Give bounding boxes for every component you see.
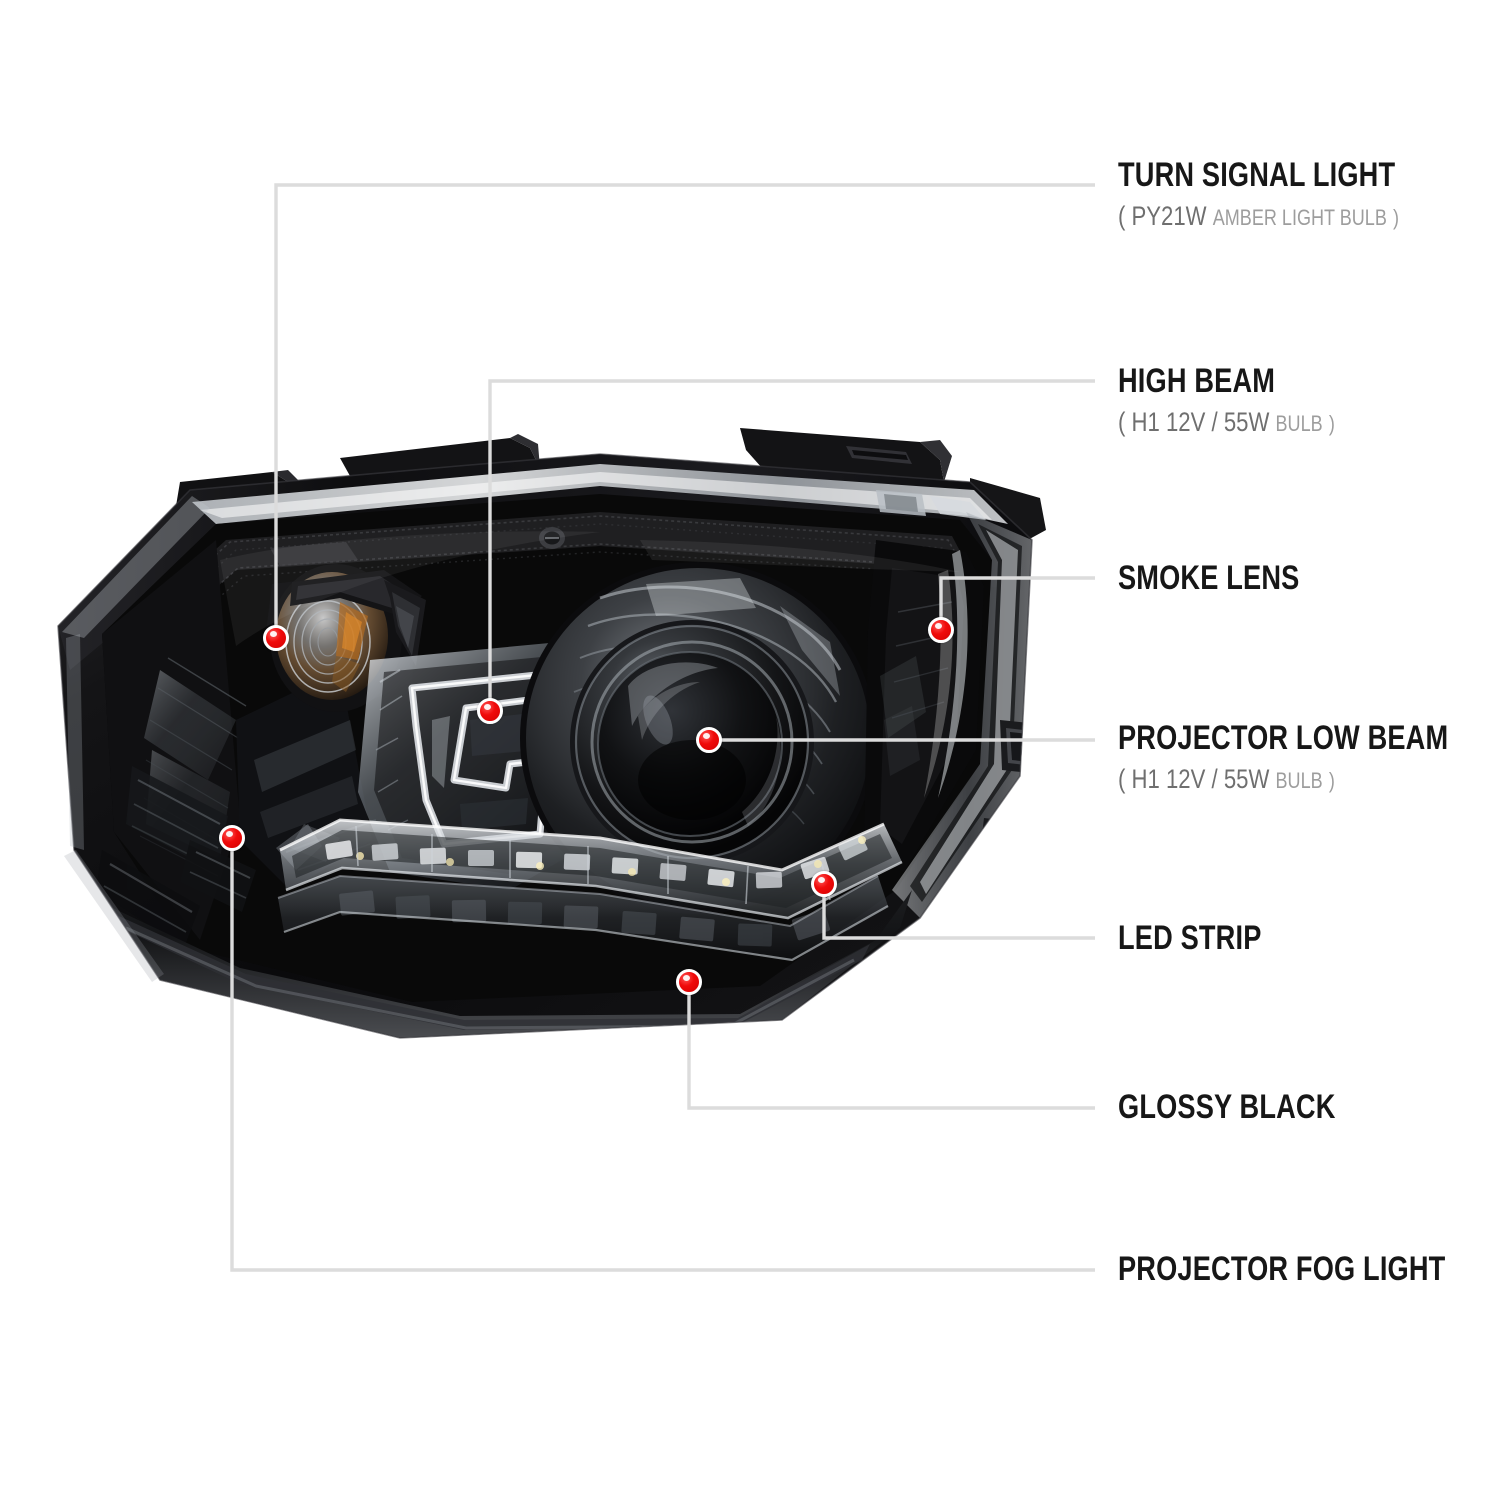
callout-subtitle-main-turn-signal-light: ( PY21W — [1118, 201, 1207, 231]
callout-title-led-strip: LED STRIP — [1118, 919, 1262, 957]
headlight-assembly-image — [40, 420, 1050, 1070]
callout-title-projector-fog-light: PROJECTOR FOG LIGHT — [1118, 1250, 1446, 1288]
callout-subtitle-high-beam: ( H1 12V / 55W BULB ) — [1118, 409, 1335, 436]
callout-dot-projector-low-beam[interactable] — [696, 727, 722, 753]
callout-title-glossy-black: GLOSSY BLACK — [1118, 1088, 1336, 1126]
callout-subtitle-close-high-beam: ) — [1328, 411, 1335, 436]
callout-label-glossy-black: GLOSSY BLACK — [1118, 1090, 1390, 1124]
callout-title-high-beam: HIGH BEAM — [1118, 362, 1276, 400]
callout-title-smoke-lens: SMOKE LENS — [1118, 559, 1300, 597]
callout-dot-glossy-black[interactable] — [676, 969, 702, 995]
callout-dot-turn-signal-light[interactable] — [263, 625, 289, 651]
callout-subtitle-turn-signal-light: ( PY21W AMBER LIGHT BULB ) — [1118, 203, 1402, 230]
callout-dot-smoke-lens[interactable] — [928, 617, 954, 643]
callout-subtitle-small-high-beam: BULB — [1275, 411, 1323, 436]
callout-label-high-beam: HIGH BEAM ( H1 12V / 55W BULB ) — [1118, 364, 1382, 436]
callout-subtitle-small-projector-low-beam: BULB — [1275, 768, 1323, 793]
callout-title-turn-signal-light: TURN SIGNAL LIGHT — [1118, 156, 1396, 194]
callout-label-projector-fog-light: PROJECTOR FOG LIGHT — [1118, 1252, 1500, 1286]
callout-subtitle-main-high-beam: ( H1 12V / 55W — [1118, 407, 1270, 437]
callout-subtitle-projector-low-beam: ( H1 12V / 55W BULB ) — [1118, 766, 1457, 793]
callout-label-smoke-lens: SMOKE LENS — [1118, 561, 1345, 595]
callout-dot-projector-fog-light[interactable] — [219, 825, 245, 851]
callout-subtitle-close-projector-low-beam: ) — [1328, 768, 1335, 793]
callout-label-turn-signal-light: TURN SIGNAL LIGHT ( PY21W AMBER LIGHT BU… — [1118, 158, 1465, 230]
callout-subtitle-close-turn-signal-light: ) — [1393, 205, 1400, 230]
callout-dot-led-strip[interactable] — [811, 871, 837, 897]
headlight-artwork — [57, 428, 1046, 1039]
callout-dot-high-beam[interactable] — [477, 698, 503, 724]
callout-subtitle-main-projector-low-beam: ( H1 12V / 55W — [1118, 764, 1270, 794]
callout-label-projector-low-beam: PROJECTOR LOW BEAM ( H1 12V / 55W BULB ) — [1118, 721, 1500, 793]
callout-subtitle-small-turn-signal-light: AMBER LIGHT BULB — [1212, 205, 1387, 230]
callout-label-led-strip: LED STRIP — [1118, 921, 1297, 955]
callout-title-projector-low-beam: PROJECTOR LOW BEAM — [1118, 719, 1449, 757]
